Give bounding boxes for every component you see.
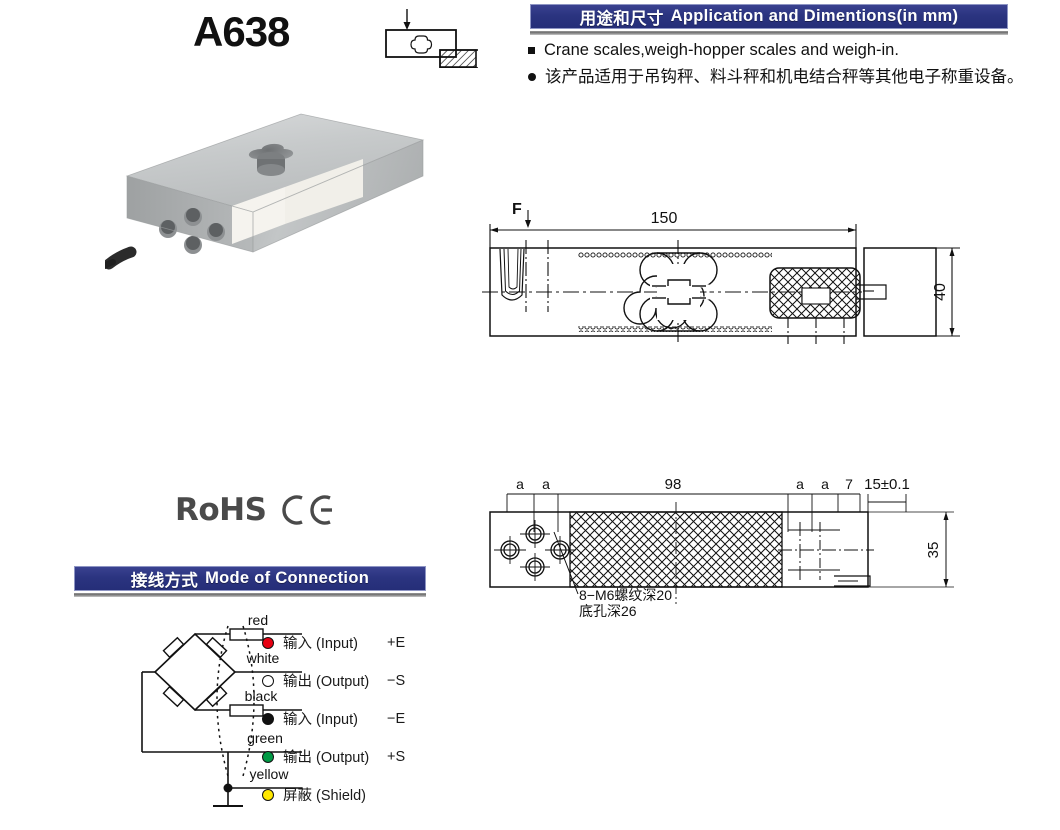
banner-underline [530, 31, 1008, 35]
signal-symbol: −E [387, 710, 406, 727]
signal-symbol: −S [387, 672, 406, 689]
product-photo [102, 112, 445, 292]
wire-label-black: black [245, 688, 279, 704]
connection-row-yellow: 屏蔽 (Shield) [262, 784, 387, 805]
signal-symbol: +E [387, 634, 406, 651]
connection-banner-en: Mode of Connection [205, 569, 370, 587]
dim-length-150: 150 [651, 210, 678, 227]
force-label-F: F [512, 201, 522, 218]
connection-row-green: 输出 (Output) +S [262, 746, 405, 767]
wire-label-green: green [247, 730, 283, 746]
connection-banner: 接线方式 Mode of Connection [74, 566, 426, 597]
certification-marks: RoHS [175, 492, 336, 528]
application-banner-en: Application and Dimentions(in mm) [670, 7, 959, 25]
dim-7: 7 [845, 476, 853, 492]
load-direction-schematic-icon [378, 6, 483, 69]
round-bullet-icon [528, 73, 536, 81]
top-view-drawing: a a 98 a a 7 15±0.1 35 8−M6螺纹深20 底孔深26 [482, 472, 982, 622]
dim-35: 35 [925, 542, 942, 559]
terminal-dot-red [262, 636, 274, 649]
dim-a4: a [821, 476, 829, 492]
application-banner: 用途和尺寸 Application and Dimentions(in mm) [530, 4, 1008, 35]
list-item: Crane scales,weigh-hopper scales and wei… [528, 40, 1048, 61]
application-text-cn: 该产品适用于吊钩秤、料斗秤和机电结合秤等其他电子称重设备。 [545, 68, 1024, 86]
ce-logo [280, 493, 336, 527]
dim-98: 98 [665, 476, 682, 493]
wiring-diagram: red white black green yellow [80, 612, 440, 817]
terminal-dot-yellow [262, 788, 274, 801]
application-list: Crane scales,weigh-hopper scales and wei… [528, 40, 1048, 93]
rohs-logo: RoHS [175, 492, 267, 528]
terminal-dot-green [262, 750, 274, 763]
dim-a1: a [516, 476, 524, 492]
signal-symbol: +S [387, 748, 406, 765]
square-bullet-icon [528, 47, 535, 54]
terminal-dot-black [262, 712, 274, 725]
terminal-dot-white [262, 674, 274, 687]
dim-a3: a [796, 476, 804, 492]
note-thread-line1: 8−M6螺纹深20 [579, 587, 672, 603]
wire-label-white: white [246, 650, 280, 666]
dim-height-40: 40 [932, 283, 949, 301]
connection-row-red: 输入 (Input) +E [262, 632, 405, 653]
connection-banner-cn: 接线方式 [130, 571, 199, 590]
side-view-drawing: 150 F 40 [482, 192, 982, 352]
connection-row-black: 输入 (Input) −E [262, 708, 405, 729]
application-text-en: Crane scales,weigh-hopper scales and wei… [544, 41, 899, 59]
dim-15-tol: 15±0.1 [864, 476, 910, 493]
wire-label-red: red [248, 612, 268, 628]
wire-label-yellow: yellow [250, 766, 290, 782]
banner-underline [74, 593, 426, 597]
page-title: A638 [193, 8, 290, 55]
connection-row-white: 输出 (Output) −S [262, 670, 405, 691]
note-thread-line2: 底孔深26 [579, 603, 637, 619]
dim-a2: a [542, 476, 550, 492]
application-banner-cn: 用途和尺寸 [579, 9, 664, 28]
list-item: 该产品适用于吊钩秤、料斗秤和机电结合秤等其他电子称重设备。 [528, 66, 1048, 88]
